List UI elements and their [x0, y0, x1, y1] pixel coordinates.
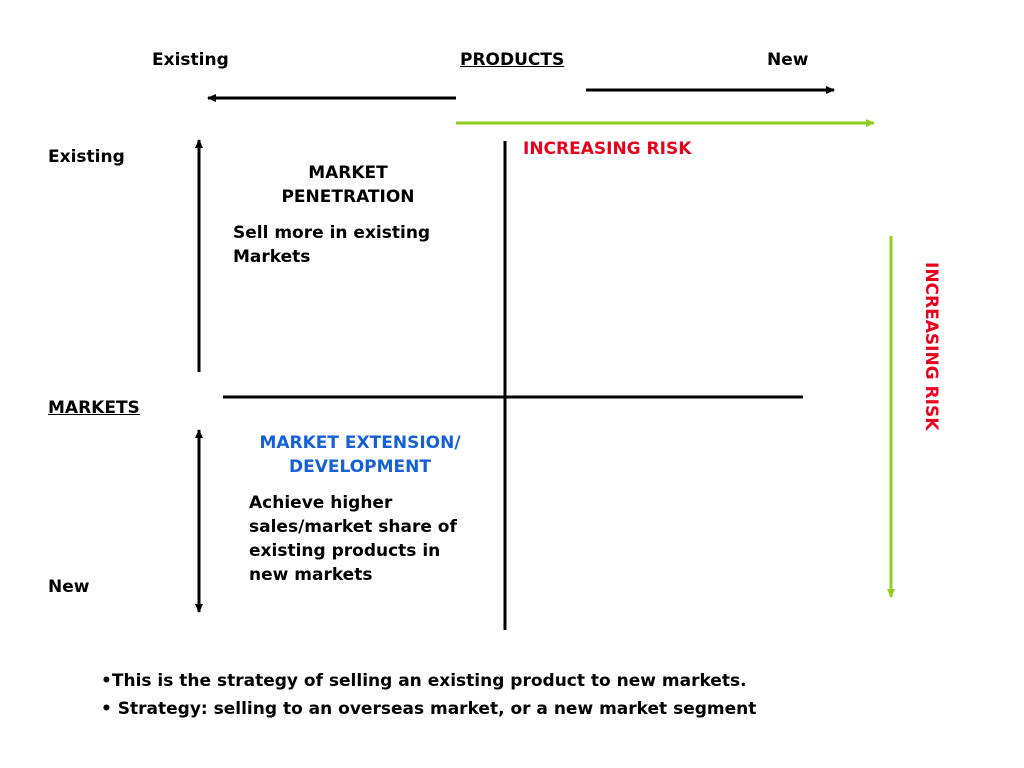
markets-new-label: New [48, 577, 90, 597]
markets-axis-title: MARKETS [48, 398, 140, 418]
bullet-2: • Strategy: selling to an overseas marke… [101, 699, 757, 719]
market-penetration-description: Sell more in existing Markets [233, 223, 431, 267]
risk-vertical-label: INCREASING RISK [921, 262, 941, 431]
market-penetration-title: MARKET PENETRATION [281, 163, 415, 207]
products-new-label: New [767, 50, 809, 70]
market-extension-description: Achieve higher sales/market share of exi… [249, 493, 457, 585]
products-existing-label: Existing [152, 50, 229, 70]
products-axis-title: PRODUCTS [460, 50, 565, 70]
risk-horizontal-label: INCREASING RISK [523, 139, 692, 159]
bullet-1: •This is the strategy of selling an exis… [101, 671, 747, 691]
markets-existing-label: Existing [48, 147, 125, 167]
market-extension-title: MARKET EXTENSION/ DEVELOPMENT [259, 433, 461, 477]
